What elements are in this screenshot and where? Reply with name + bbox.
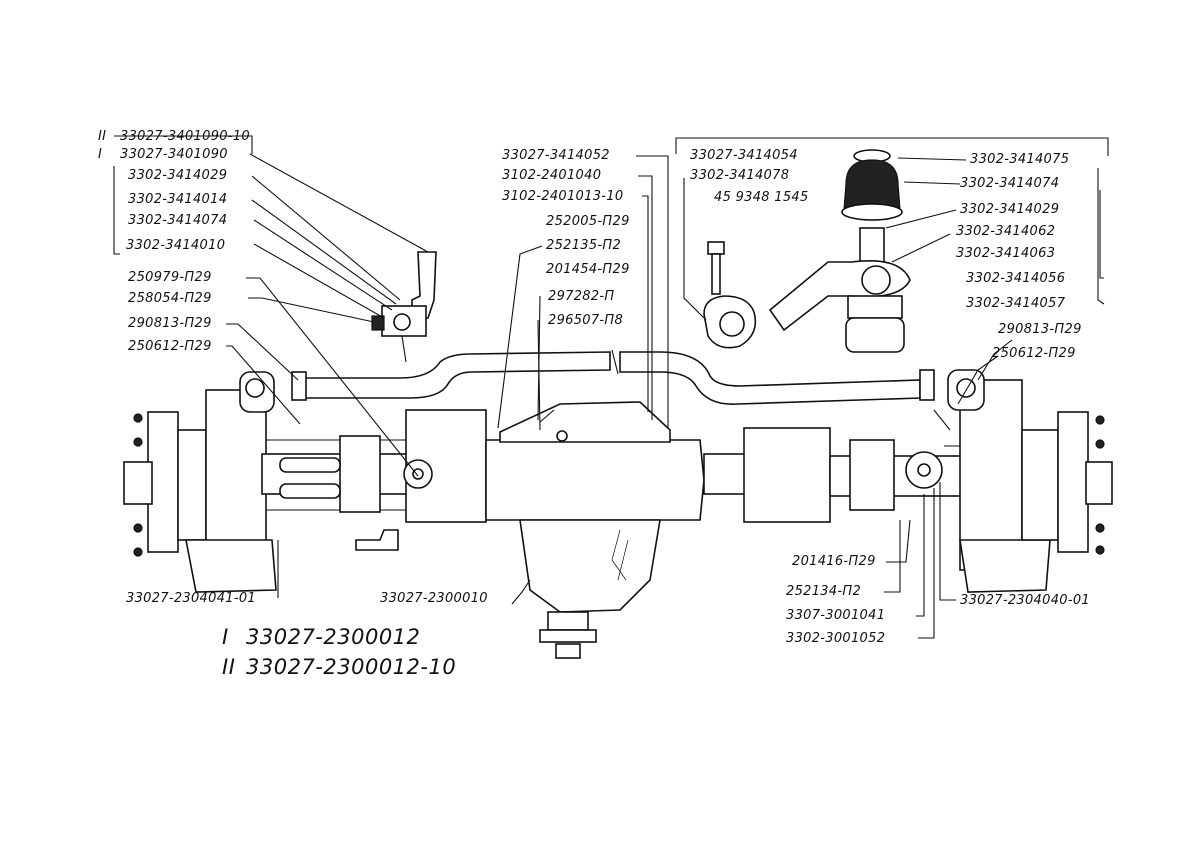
label-3302-3414029-right: 3302-3414029 xyxy=(960,202,1060,217)
label-3302-3414029-left: 3302-3414029 xyxy=(128,168,228,183)
label-33027-2304040-01: 33027-2304040-01 xyxy=(960,593,1090,608)
label-33027-3414054: 33027-3414054 xyxy=(690,148,798,163)
tie-rod-end-exploded xyxy=(703,149,911,353)
label-252134-p2: 252134-П2 xyxy=(786,584,862,599)
label-250979-p29: 250979-П29 xyxy=(128,270,212,285)
marker-two-top: II xyxy=(98,129,107,144)
tie-rod xyxy=(291,349,935,405)
label-33027-2300010: 33027-2300010 xyxy=(380,591,488,606)
label-3302-3414056: 3302-3414056 xyxy=(966,271,1066,286)
label-3307-3001041: 3307-3001041 xyxy=(786,608,886,623)
left-wheel-hub xyxy=(123,371,410,593)
label-290813-p29-right: 290813-П29 xyxy=(998,322,1082,337)
assembly-marker-one: I xyxy=(222,625,229,649)
assembly-number-two: 33027-2300012-10 xyxy=(246,655,457,679)
label-45-9348-1545: 45 9348 1545 xyxy=(714,190,809,205)
label-3302-3414074-left: 3302-3414074 xyxy=(128,213,228,228)
label-201454-p29: 201454-П29 xyxy=(546,262,630,277)
label-252005-p29: 252005-П29 xyxy=(546,214,630,229)
label-258054-p29: 258054-П29 xyxy=(128,291,212,306)
label-250612-p29-left: 250612-П29 xyxy=(128,339,212,354)
label-33027-3401090-10: 33027-3401090-10 xyxy=(120,129,250,144)
label-3302-3414075: 3302-3414075 xyxy=(970,152,1070,167)
label-3102-2401013-10: 3102-2401013-10 xyxy=(502,189,624,204)
left-axle-tube xyxy=(261,409,487,551)
label-296507-p8: 296507-П8 xyxy=(548,313,624,328)
label-3102-2401040: 3102-2401040 xyxy=(502,168,602,183)
label-3302-3414014: 3302-3414014 xyxy=(128,192,228,207)
label-3302-3414078: 3302-3414078 xyxy=(690,168,790,183)
label-3302-3414062: 3302-3414062 xyxy=(956,224,1056,239)
label-3302-3414063: 3302-3414063 xyxy=(956,246,1056,261)
assembly-number-one: 33027-2300012 xyxy=(246,625,421,649)
label-33027-3414052: 33027-3414052 xyxy=(502,148,610,163)
label-33027-2304041-01: 33027-2304041-01 xyxy=(126,591,256,606)
label-297282-p: 297282-П xyxy=(548,289,615,304)
right-wheel-hub xyxy=(933,369,1113,593)
assembly-marker-two: II xyxy=(222,655,236,679)
label-33027-3401090: 33027-3401090 xyxy=(120,147,228,162)
label-290813-p29-left: 290813-П29 xyxy=(128,316,212,331)
marker-one-top: I xyxy=(98,147,103,162)
right-axle-tube xyxy=(703,427,971,523)
label-3302-3414074-right: 3302-3414074 xyxy=(960,176,1060,191)
label-3302-3414010: 3302-3414010 xyxy=(126,238,226,253)
differential-housing xyxy=(485,401,705,659)
label-3302-3414057: 3302-3414057 xyxy=(966,296,1066,311)
label-252135-p2: 252135-П2 xyxy=(546,238,622,253)
leader-lines xyxy=(113,135,1109,639)
label-250612-p29-right: 250612-П29 xyxy=(992,346,1076,361)
steering-bracket xyxy=(371,251,437,363)
label-3302-3001052: 3302-3001052 xyxy=(786,631,886,646)
label-201416-p29: 201416-П29 xyxy=(792,554,876,569)
